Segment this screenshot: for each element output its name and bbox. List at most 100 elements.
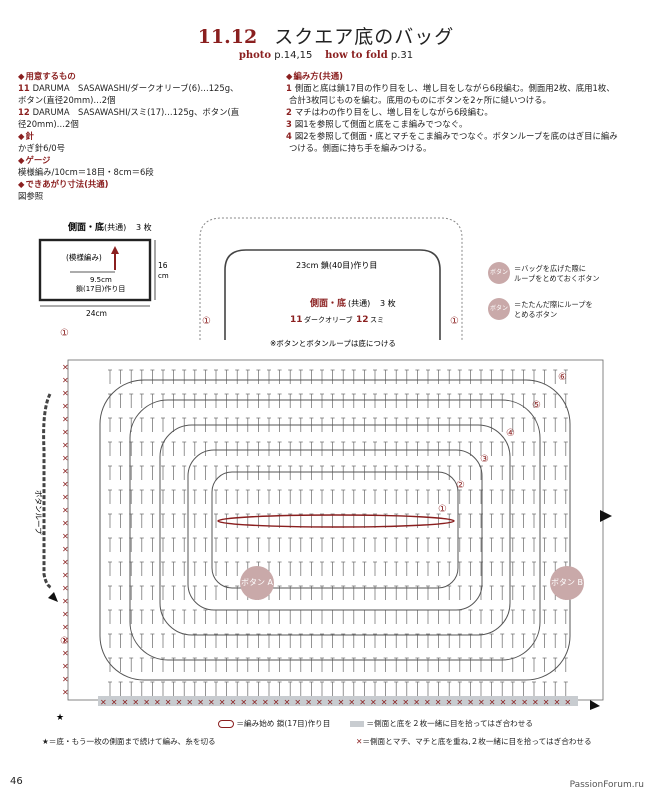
join-x-mark: ✕ [532,698,539,707]
title-name: スクエア底のバッグ [274,26,455,48]
join-x-mark: ✕ [62,688,69,697]
materials-item-12-cont: 径20mm)…2個 [18,119,79,129]
page-title: 11.12 スクエア底のバッグ [0,22,652,49]
row-number: ⑤ [532,400,541,411]
join-x-mark: ✕ [62,480,69,489]
subtitle: photo p.14,15 how to fold p.31 [0,50,652,61]
join-x-mark: ✕ [251,698,258,707]
gauge-value: 模様編み/10cm＝18目・8cm＝6段 [18,167,154,177]
schematic-width-inner: 9.5cm [90,276,112,284]
title-number: 11.12 [197,26,258,48]
method-step: つける。側面に持ち手を編みつける。 [289,143,432,153]
join-x-mark: ✕ [62,415,69,424]
join-x-mark: ✕ [62,493,69,502]
photo-label: photo [238,50,272,61]
schematic-height: 16 [158,261,168,270]
photo-pages: p.14,15 [274,50,313,61]
button-loop-label: ボタンループ [34,490,43,535]
end-marker [590,700,600,710]
materials-item-11-cont: ボタン(直径20mm)…2個 [18,95,116,105]
legend-button-a: ボタン A [488,262,510,298]
join-x-mark: ✕ [197,698,204,707]
variant-11-num: 11 [290,315,303,325]
end-marker [600,510,612,522]
variant-12-color: スミ [370,316,384,324]
schematic-count: 3 枚 [136,222,152,232]
schematic-chain: 鎖(17目)作り目 [76,284,125,293]
join-bar [98,696,578,706]
legend-b-text: ＝たたんだ際にループをとめるボタン [514,300,593,319]
variant-11-color: ダークオリーブ [304,315,353,324]
schematic-height-unit: cm [158,272,169,280]
page-number: 46 [10,776,23,787]
join-x-mark: ✕ [305,698,312,707]
join-x-mark: ✕ [176,698,183,707]
chart-title-count: 3 枚 [380,298,396,308]
start-marker: ① [60,328,69,339]
join-x-mark: ✕ [467,698,474,707]
join-x-mark: ✕ [230,698,237,707]
handle-chain [224,249,441,340]
size-heading: できあがり寸法(共通) [18,178,276,190]
join-x-mark: ✕ [456,698,463,707]
join-x-mark: ✕ [154,698,161,707]
start-chain [217,514,455,528]
needle-heading: 針 [18,130,276,142]
join-x-mark: ✕ [392,698,399,707]
chart-title: 側面・底 [309,297,346,309]
row-number: ② [456,480,465,491]
join-x-mark: ✕ [348,698,355,707]
join-x-mark: ✕ [62,636,69,645]
left-join-column: ✕✕✕✕✕✕✕✕✕✕✕✕✕✕✕✕✕✕✕✕✕✕✕✕✕✕ [62,363,69,697]
join-x-mark: ✕ [510,698,517,707]
schematic-label: 側面・底 [67,221,104,233]
chart-title-common: (共通) [348,298,370,308]
join-x-mark: ✕ [62,662,69,671]
button-a: ボタン A [240,566,274,600]
button-loop-chain [42,393,53,590]
crochet-diagram: 側面・底 (共通) 3 枚 (模様編み) 9.5cm 鎖(17目)作り目 16 … [34,217,612,723]
join-x-mark: ✕ [62,506,69,515]
row-outline [211,471,459,589]
method-column: 編み方(共通) 1側面と底は鎖17目の作り目をし、増し目をしながら6段編む。側面… [286,70,632,154]
join-x-mark: ✕ [219,698,226,707]
join-x-mark: ✕ [208,698,215,707]
method-heading: 編み方(共通) [286,70,632,82]
join-x-mark: ✕ [521,698,528,707]
join-x-mark: ✕ [62,597,69,606]
join-x-mark: ✕ [316,698,323,707]
join-x-mark: ✕ [62,545,69,554]
join-x-mark: ✕ [478,698,485,707]
schematic-common: (共通) [104,222,126,232]
join-x-mark: ✕ [435,698,442,707]
join-x-mark: ✕ [262,698,269,707]
bottom-join-row: ✕✕✕✕✕✕✕✕✕✕✕✕✕✕✕✕✕✕✕✕✕✕✕✕✕✕✕✕✕✕✕✕✕✕✕✕✕✕✕✕… [100,698,571,707]
legend-a-text: ＝バッグを広げた際にループをとめておくボタン [514,264,600,283]
join-x-mark: ✕ [500,698,507,707]
join-x-mark: ✕ [554,698,561,707]
needle-value: かぎ針6/0号 [18,143,65,153]
join-x-mark: ✕ [62,584,69,593]
join-x-mark: ✕ [359,698,366,707]
join-x-mark: ✕ [381,698,388,707]
row-number: ⑥ [558,372,567,383]
join-x-mark: ✕ [489,698,496,707]
join-x-mark: ✕ [62,428,69,437]
legend-bar: ＝側面と底を２枚一緒に目を拾ってはぎ合わせる [350,718,533,729]
legend-button-b: ボタン B [488,298,510,334]
row-outline [159,424,511,636]
handle-label: 23cm 鎖(40目)作り目 [296,260,377,270]
row-number: ① [438,504,447,515]
chart-body [67,359,604,701]
legend-x: ✕＝側面とマチ、マチと底を重ね,２枚一緒に目を拾ってはぎ合わせる [356,737,592,746]
join-x-mark: ✕ [62,467,69,476]
join-x-mark: ✕ [294,698,301,707]
legend-start: ＝編み始め 鎖(17目)作り目 [218,718,330,729]
join-x-mark: ✕ [186,698,193,707]
row-outline [129,399,541,661]
method-step: 合計3枚同じものを編む。底用のものにボタンを2ヶ所に縫いつける。 [289,95,551,105]
